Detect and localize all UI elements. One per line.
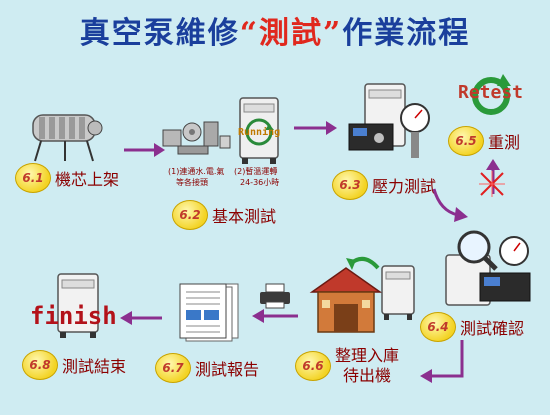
warehouse-image [309,267,383,333]
store-arrow-icon [346,256,380,270]
arrow-6-7-to-6-8 [120,311,162,325]
step-badge: 6.2 [172,200,208,230]
step-label: 測試確認 [460,319,525,338]
fail-mark-icon [479,171,505,197]
arrow-6-1-to-6-2 [124,143,165,157]
step-badge: 6.3 [332,170,368,200]
step-label-line1: 整理入庫 [335,346,400,365]
step-6-1: 6.1 機芯上架 [15,163,119,193]
arrow-6-4-to-6-5 [486,159,500,194]
step-6-7: 6.7 測試報告 [155,353,259,383]
title-quote-close: ” [323,16,343,51]
note-connections-line2: 等各接頭 [176,178,208,187]
step-6-5: 6.5 重測 [448,126,520,156]
arrow-6-4-to-6-6 [420,340,464,383]
title-quote-open: “ [239,16,259,51]
note-connections-line1: (1)連通水.電.氣 [168,167,225,176]
step-label: 基本測試 [212,207,277,226]
diagram-title: 真空泵維修“測試”作業流程 [0,8,550,52]
step-label-line2: 待出機 [343,366,392,385]
step-badge: 6.7 [155,353,191,383]
retest-cycle-icon [472,74,511,115]
inspection-rig-image [445,230,531,306]
step-6-6: 6.6 整理入庫 待出機 [295,346,399,386]
title-emphasis: 測試 [259,16,323,51]
step-6-3: 6.3 壓力測試 [332,170,436,200]
arrow-6-2-to-6-3 [294,121,337,135]
step-label: 整理入庫 待出機 [335,346,399,386]
step-badge: 6.4 [420,312,456,342]
step-label: 機芯上架 [55,170,120,189]
step-6-4: 6.4 測試確認 [420,312,524,342]
finished-pump-image [57,273,99,338]
arrow-6-6-to-6-7 [252,309,298,323]
note-run-duration-line1: (2)暫溫運轉 [234,167,278,176]
step-label: 測試結束 [62,357,127,376]
title-prefix: 真空泵維修 [79,16,240,51]
finish-label: finish [30,302,117,330]
retest-label: Retest [458,82,524,103]
step-badge: 6.5 [448,126,484,156]
stored-pump-image [381,265,415,320]
step-badge: 6.8 [22,350,58,380]
note-run-duration: (2)暫溫運轉 24-36小時 [234,166,279,188]
step-badge: 6.1 [15,163,51,193]
note-connections: (1)連通水.電.氣 等各接頭 [168,166,224,188]
note-run-duration-line2: 24-36小時 [240,178,280,187]
arrow-6-3-to-6-4 [432,188,468,222]
test-report-image [179,283,239,342]
step-6-8: 6.8 測試結束 [22,350,126,380]
step-label: 壓力測試 [372,177,437,196]
fittings-image [162,121,231,155]
printer-icon [260,283,290,309]
pump-unit-image [239,97,279,164]
step-badge: 6.6 [295,351,331,381]
pump-core-rack-image [32,114,103,162]
step-label: 測試報告 [195,360,260,379]
running-label: Running [238,127,281,138]
step-label: 重測 [488,133,521,152]
step-6-2: 6.2 基本測試 [172,200,276,230]
title-suffix: 作業流程 [342,16,471,51]
pressure-test-rig-image [348,83,430,158]
